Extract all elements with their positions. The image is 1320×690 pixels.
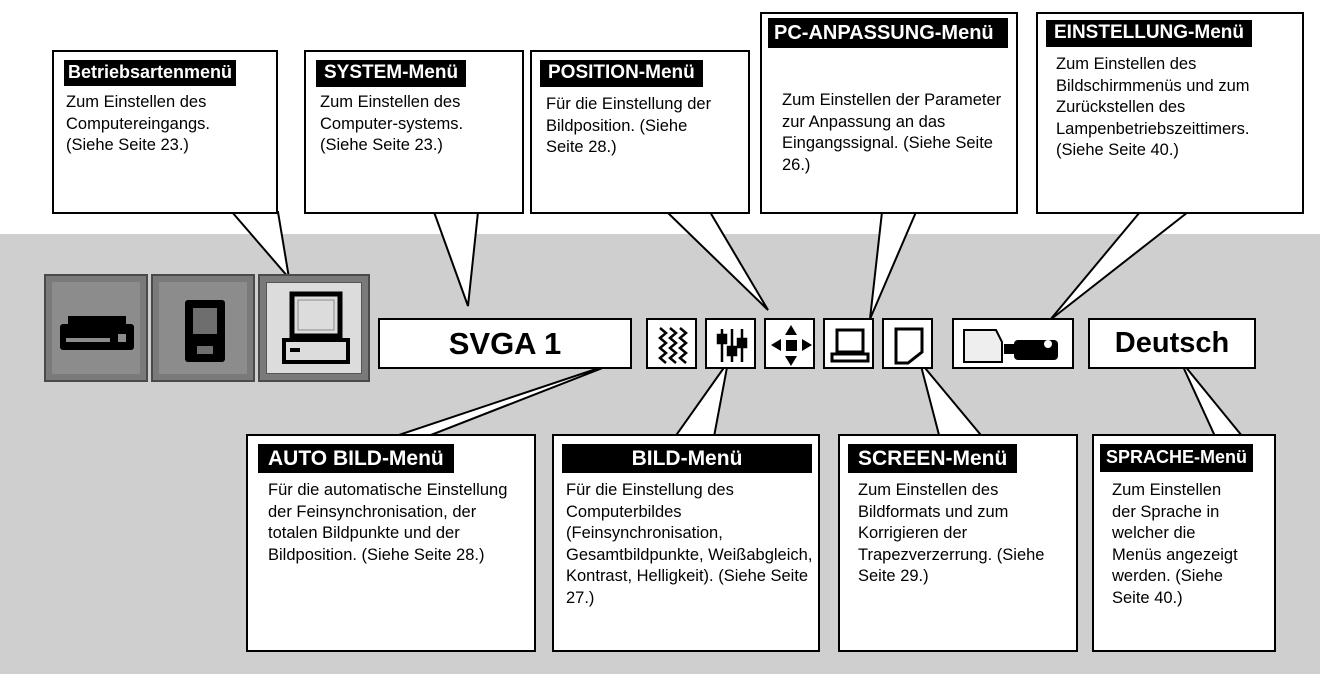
callout-title: POSITION-Menü (540, 60, 703, 87)
callout-title: Betriebsartenmenü (64, 60, 237, 86)
callout-title: SYSTEM-Menü (316, 60, 467, 87)
auto-image-button[interactable] (646, 318, 697, 369)
callout-setting-menu: EINSTELLUNG-Menü Zum Einstellen des Bild… (1036, 12, 1304, 214)
auto-image-icon (658, 327, 688, 364)
callout-text: Zum Einstellen der Sprache in welcher di… (1112, 481, 1238, 607)
screen-button[interactable] (882, 318, 933, 369)
pc-adjust-icon (830, 328, 870, 363)
computer-input-tile[interactable] (258, 274, 370, 382)
callout-title: EINSTELLUNG-Menü (1046, 20, 1252, 47)
callout-auto-image-menu: AUTO BILD-Menü Für die automatische Eins… (246, 434, 536, 652)
callout-title: SPRACHE-Menü (1100, 444, 1254, 472)
computer-card-tile[interactable] (151, 274, 255, 382)
position-icon (771, 325, 812, 366)
callout-text: Zum Einstellen des Computer-systems. (Si… (320, 93, 464, 154)
callout-text: Für die automatische Einstellung der Fei… (268, 481, 508, 564)
callout-text: Zum Einstellen des Bildschirmmenüs und z… (1056, 55, 1250, 159)
callout-text: Für die Einstellung des Computerbildes (… (566, 481, 813, 607)
callout-text: Für die Einstellung der Bildposition. (S… (546, 95, 712, 156)
position-button[interactable] (764, 318, 815, 369)
display-mode-box[interactable]: SVGA 1 (378, 318, 632, 369)
callout-pc-adjust-menu: PC-ANPASSUNG-Menü Zum Einstellen der Par… (760, 12, 1018, 214)
callout-language-menu: SPRACHE-Menü Zum Einstellen der Sprache … (1092, 434, 1276, 652)
callout-position-menu: POSITION-Menü Für die Einstellung der Bi… (530, 50, 750, 214)
settings-button[interactable] (952, 318, 1074, 369)
language-box[interactable]: Deutsch (1088, 318, 1256, 369)
callout-text: Zum Einstellen des Bildformats und zum K… (858, 481, 1045, 585)
callout-title: PC-ANPASSUNG-Menü (768, 18, 1008, 48)
settings-icon (963, 329, 1058, 363)
screen-icon (894, 327, 924, 365)
image-adjust-button[interactable] (705, 318, 756, 369)
pc-adjust-button[interactable] (823, 318, 874, 369)
callout-title: SCREEN-Menü (848, 444, 1018, 474)
callout-title: AUTO BILD-Menü (258, 444, 454, 474)
video-input-tile[interactable] (44, 274, 148, 382)
callout-screen-menu: SCREEN-Menü Zum Einstellen des Bildforma… (838, 434, 1078, 652)
callout-system-menu: SYSTEM-Menü Zum Einstellen des Computer-… (304, 50, 524, 214)
computer-input-icon (282, 291, 350, 364)
video-input-icon (60, 316, 134, 350)
callout-image-menu: BILD-Menü Für die Einstellung des Comput… (552, 434, 820, 652)
callout-mode-menu: Betriebsartenmenü Zum Einstellen des Com… (52, 50, 278, 214)
image-adjust-icon (716, 329, 748, 362)
computer-card-icon (185, 300, 225, 362)
callout-text: Zum Einstellen der Parameter zur Anpassu… (782, 91, 1002, 174)
callout-title: BILD-Menü (562, 444, 812, 474)
callout-text: Zum Einstellen des Computereingangs. (Si… (66, 93, 211, 154)
